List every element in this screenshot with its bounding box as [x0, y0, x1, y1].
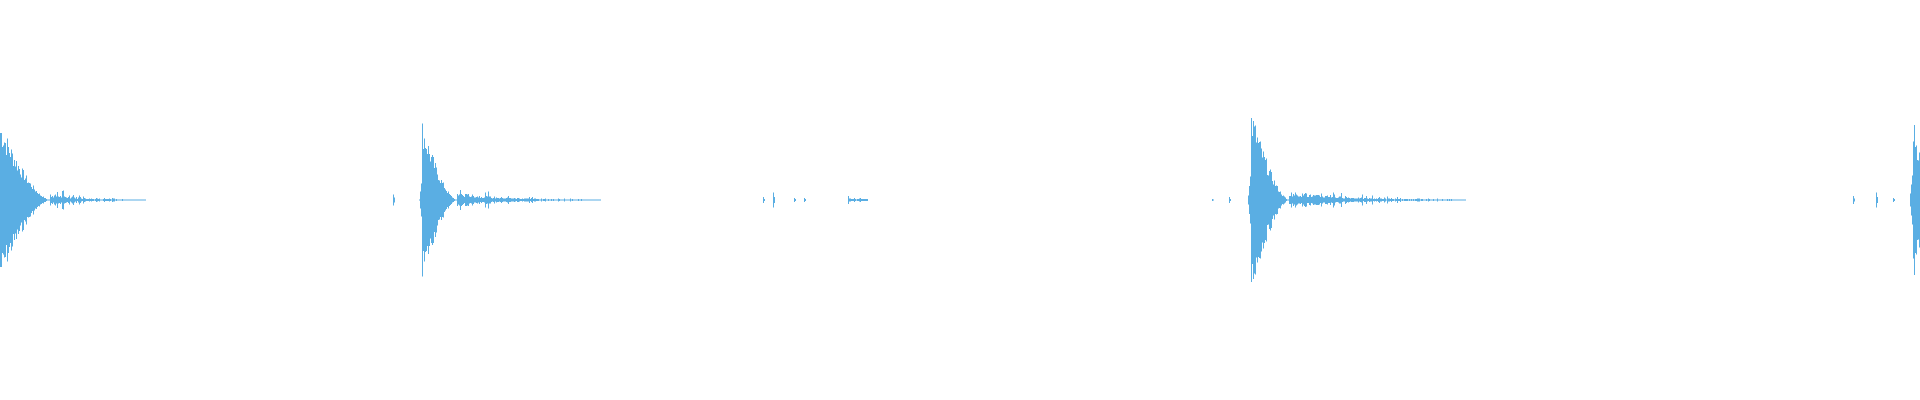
waveform-columns [0, 118, 1920, 282]
waveform-trace [0, 118, 1920, 282]
